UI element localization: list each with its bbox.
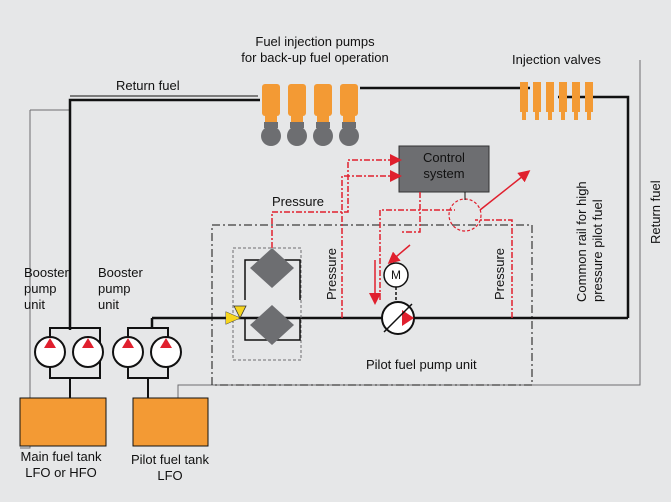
main-tank-line2: LFO or HFO — [25, 465, 97, 480]
common-rail-line2: pressure pilot fuel — [590, 199, 605, 302]
return-fuel-side-label: Return fuel — [648, 180, 663, 244]
main-tank-line1: Main fuel tank — [20, 449, 102, 464]
pilot-tank-line1: Pilot fuel tank — [130, 452, 210, 467]
signal-arrow-out — [479, 170, 531, 211]
main-fuel-tank — [19, 397, 107, 447]
control-system-line2: system — [423, 166, 465, 181]
pressure-right-label: Pressure — [492, 247, 507, 300]
booster-left-line2: pump — [24, 281, 57, 296]
booster-right-line3: unit — [98, 297, 119, 312]
booster-right-line1: Booster — [98, 265, 143, 280]
fuel-injection-pumps-line2: for back-up fuel operation — [241, 50, 389, 65]
booster-left-line1: Booster — [24, 265, 69, 280]
return-fuel-top-label: Return fuel — [116, 78, 180, 93]
injection-valves-label: Injection valves — [512, 52, 601, 67]
motor — [383, 262, 409, 302]
sensor-junction — [448, 198, 482, 232]
common-rail-line1: Common rail for high — [574, 181, 589, 302]
booster-pump-left — [34, 327, 104, 398]
pilot-tank-label: Pilot fuel tank LFO — [120, 452, 220, 484]
pilot-pump — [381, 301, 415, 335]
control-system-line1: Control — [423, 150, 465, 165]
pilot-tank-line2: LFO — [157, 468, 183, 483]
fuel-injection-pumps-line1: Fuel injection pumps — [255, 34, 375, 49]
booster-left-label: Booster pump unit — [24, 265, 69, 313]
pilot-fuel-tank — [132, 397, 209, 447]
injection-valves — [520, 82, 593, 120]
return-fuel-pipe — [68, 98, 260, 330]
fuel-injection-pumps-label: Fuel injection pumps for back-up fuel op… — [230, 34, 400, 66]
main-tank-label: Main fuel tank LFO or HFO — [6, 449, 116, 481]
common-rail-pipe — [558, 95, 630, 318]
signal-lines — [271, 154, 513, 318]
booster-right-line2: pump — [98, 281, 131, 296]
control-system-box — [398, 145, 490, 193]
fuel-injection-pumps — [261, 84, 359, 146]
booster-right-label: Booster pump unit — [98, 265, 143, 313]
pressure-left-label: Pressure — [324, 247, 339, 300]
filter-group — [225, 247, 302, 361]
outer-return-line — [20, 110, 31, 449]
pilot-fuel-pump-unit-label: Pilot fuel pump unit — [366, 357, 477, 372]
common-rail-label: Common rail for high pressure pilot fuel — [574, 166, 606, 302]
motor-label: M — [391, 268, 401, 282]
pilot-pump-unit-boundary — [211, 224, 533, 386]
booster-left-line3: unit — [24, 297, 45, 312]
right-thin-line — [177, 60, 641, 398]
signal-arrow-motor — [387, 244, 411, 264]
booster-pump-right — [112, 327, 182, 398]
pressure-top-label: Pressure — [272, 194, 325, 209]
control-system-label: Control system — [399, 150, 489, 182]
